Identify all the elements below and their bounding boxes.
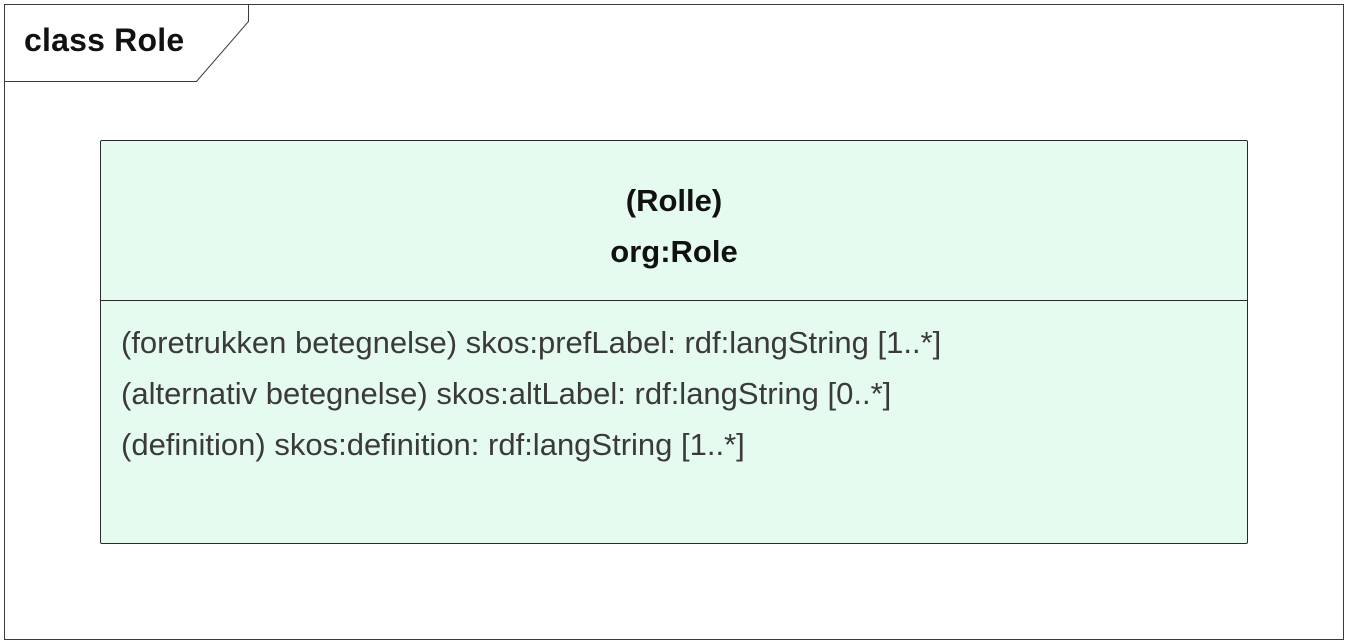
frame-tab-shape	[4, 4, 249, 82]
class-alt-name: (Rolle)	[625, 183, 723, 218]
attribute-pref-label[interactable]: (foretrukken betegnelse) skos:prefLabel:…	[121, 325, 942, 360]
class-header: (Rolle) org:Role	[101, 141, 1247, 301]
attribute-compartment: (foretrukken betegnelse) skos:prefLabel:…	[121, 321, 1227, 474]
attribute-alt-label[interactable]: (alternativ betegnelse) skos:altLabel: r…	[121, 376, 892, 411]
frame-title: class Role	[24, 22, 185, 58]
class-name: org:Role	[610, 234, 738, 269]
attribute-definition[interactable]: (definition) skos:definition: rdf:langSt…	[121, 427, 745, 462]
frame-label-tab: class Role	[4, 4, 250, 82]
class-role[interactable]: (Rolle) org:Role (foretrukken betegnelse…	[100, 140, 1248, 544]
